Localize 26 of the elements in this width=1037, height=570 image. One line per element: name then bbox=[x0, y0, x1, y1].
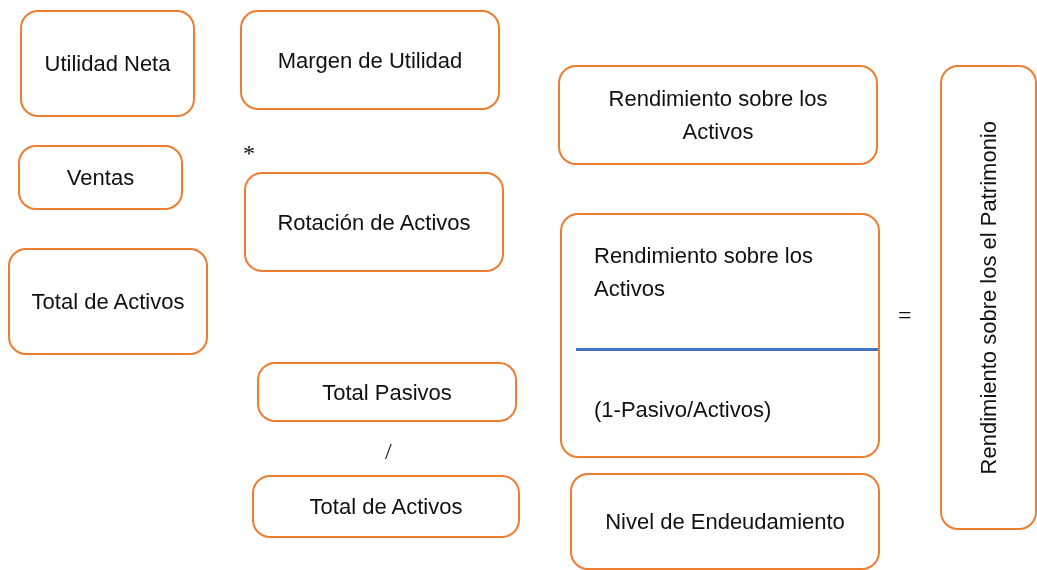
box-label: Total Pasivos bbox=[322, 378, 452, 407]
result-box bbox=[940, 65, 1037, 530]
operator-sign: * bbox=[243, 140, 255, 167]
box-label: Margen de Utilidad bbox=[277, 46, 463, 75]
concept-box bbox=[240, 10, 500, 110]
operator-sign: = bbox=[898, 302, 912, 329]
concept-box bbox=[252, 475, 520, 538]
concept-box bbox=[570, 473, 880, 570]
concept-box bbox=[18, 145, 183, 210]
concept-box bbox=[8, 248, 208, 355]
concept-box bbox=[257, 362, 517, 422]
box-label: Rotación de Activos bbox=[277, 208, 471, 237]
box-label: Utilidad Neta bbox=[44, 50, 171, 78]
operator-sign: / bbox=[385, 438, 392, 465]
box-label: Rendimiento sobre los Activos bbox=[607, 85, 829, 146]
concept-box bbox=[558, 65, 878, 165]
denominator-text: (1-Pasivo/Activos) bbox=[594, 396, 773, 424]
fraction-box bbox=[560, 213, 880, 458]
box-label: Rendimiento sobre los el Patrimonio bbox=[975, 120, 1002, 475]
box-label: Nivel de Endeudamiento bbox=[605, 508, 845, 536]
box-label: Ventas bbox=[66, 164, 135, 192]
concept-box bbox=[20, 10, 195, 117]
box-label: Total de Activos bbox=[309, 493, 463, 521]
numerator-text: Rendimiento sobre los Activos bbox=[594, 242, 814, 303]
box-label: Total de Activos bbox=[31, 288, 185, 316]
concept-box bbox=[244, 172, 504, 272]
